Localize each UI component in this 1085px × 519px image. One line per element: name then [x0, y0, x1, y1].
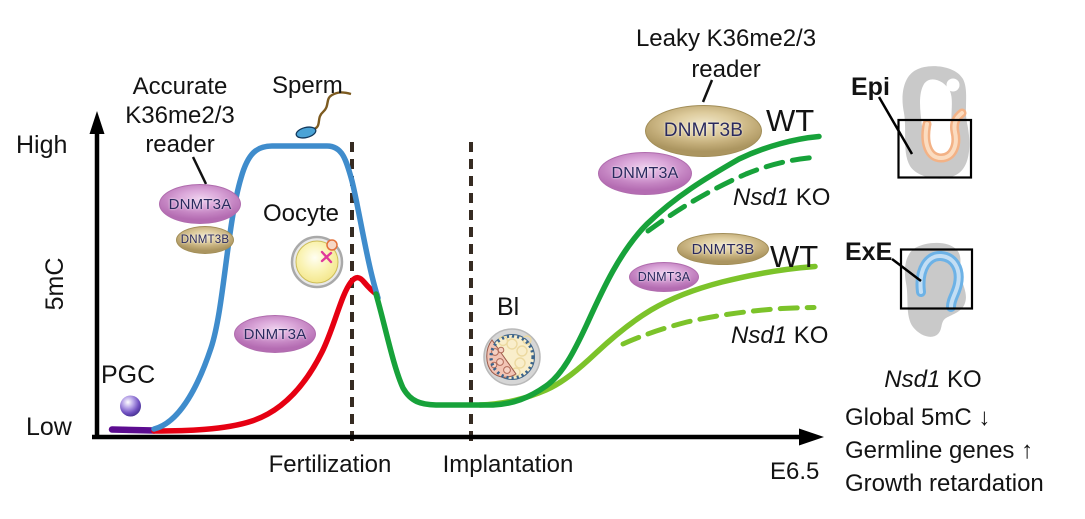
accurate-reader-line2: K36me2/3: [125, 102, 235, 129]
oocyte-label: Oocyte: [263, 200, 340, 227]
ko-summary-suffix: KO: [947, 366, 982, 393]
dnmt3b-oval-exe: DNMT3B: [677, 233, 769, 265]
ko-effect-global-5mc: Global 5mC ↓: [845, 404, 991, 431]
pgc-curve: [108, 426, 158, 434]
x-axis-arrowhead: [799, 428, 824, 446]
blastocyst-label: Bl: [497, 293, 520, 321]
trophectoderm-ring: [489, 334, 535, 380]
oocyte-icon: [290, 235, 344, 289]
epi-pointer-line: [877, 96, 914, 155]
accurate-reader-line3: reader: [145, 131, 215, 158]
epi-region-box: [897, 118, 973, 179]
x-axis-implantation-label: Implantation: [442, 451, 574, 478]
epi-embryo-icon: [877, 66, 973, 179]
ko-effect-germline-genes: Germline genes ↑: [845, 436, 1034, 464]
epi-wt-label: WT: [766, 103, 815, 138]
exe-embryo-icon: [891, 242, 974, 337]
pgc-label: PGC: [101, 361, 156, 389]
blastocyst-icon: [483, 328, 541, 386]
accurate-reader-pointer-line: [191, 156, 208, 185]
leaky-reader-line1: Leaky K36me2/3: [635, 25, 817, 52]
dnmt3a-oval-accurate: DNMT3A: [159, 184, 241, 224]
y-axis-high-label: High: [16, 131, 68, 159]
ko-effects-list: Global 5mC ↓ Germline genes ↑ Growth ret…: [845, 404, 1044, 504]
y-axis-low-label: Low: [26, 413, 72, 441]
y-axis-title: 5mC: [41, 257, 69, 311]
x-axis-fertilization-label: Fertilization: [268, 451, 392, 478]
epi-label: Epi: [851, 73, 890, 101]
accurate-reader-line1: Accurate: [132, 73, 228, 100]
dnmt3b-oval-accurate: DNMT3B: [176, 226, 234, 254]
accurate-reader-annotation: Accurate K36me2/3 reader: [125, 72, 234, 159]
exe-pointer-line: [891, 258, 922, 282]
exe-ko-gene: Nsd1: [731, 322, 788, 349]
leaky-reader-pointer-line: [701, 79, 714, 103]
epi-ko-gene: Nsd1: [733, 184, 790, 211]
ko-summary-gene: Nsd1: [884, 366, 941, 393]
y-axis-arrowhead: [89, 111, 105, 134]
leaky-reader-line2: reader: [691, 56, 761, 83]
sperm-label: Sperm: [272, 72, 343, 99]
exe-wt-label: WT: [770, 239, 819, 274]
x-axis-timepoint-label: E6.5: [770, 458, 820, 485]
epi-ko-suffix: KO: [795, 184, 831, 211]
dnmt3b-oval-leaky: DNMT3B: [645, 105, 762, 157]
ko-effect-growth-retardation: Growth retardation: [845, 469, 1044, 497]
leaky-reader-annotation: Leaky K36me2/3 reader: [636, 23, 816, 85]
dnmt3a-oval-oocyte: DNMT3A: [234, 315, 316, 353]
sperm-curve: [151, 143, 381, 432]
oocyte-curve: [151, 274, 380, 434]
dnmt3a-oval-leaky: DNMT3A: [598, 152, 692, 195]
sperm-head-icon: [295, 126, 317, 139]
exe-ko-suffix: KO: [793, 322, 829, 349]
sperm-tail-icon: [313, 91, 352, 131]
exe-region-box: [899, 248, 974, 310]
exe-label: ExE: [845, 238, 893, 266]
pgc-cell-icon: [120, 395, 141, 417]
exe-ko-dashed-curve: [620, 305, 817, 347]
polar-body-icon: [326, 239, 338, 251]
epi-ko-dashed-curve: [645, 155, 816, 234]
dnmt3a-oval-exe: DNMT3A: [629, 262, 699, 292]
chromosome-icon: [320, 250, 333, 264]
epi-wt-curve: [373, 133, 822, 408]
